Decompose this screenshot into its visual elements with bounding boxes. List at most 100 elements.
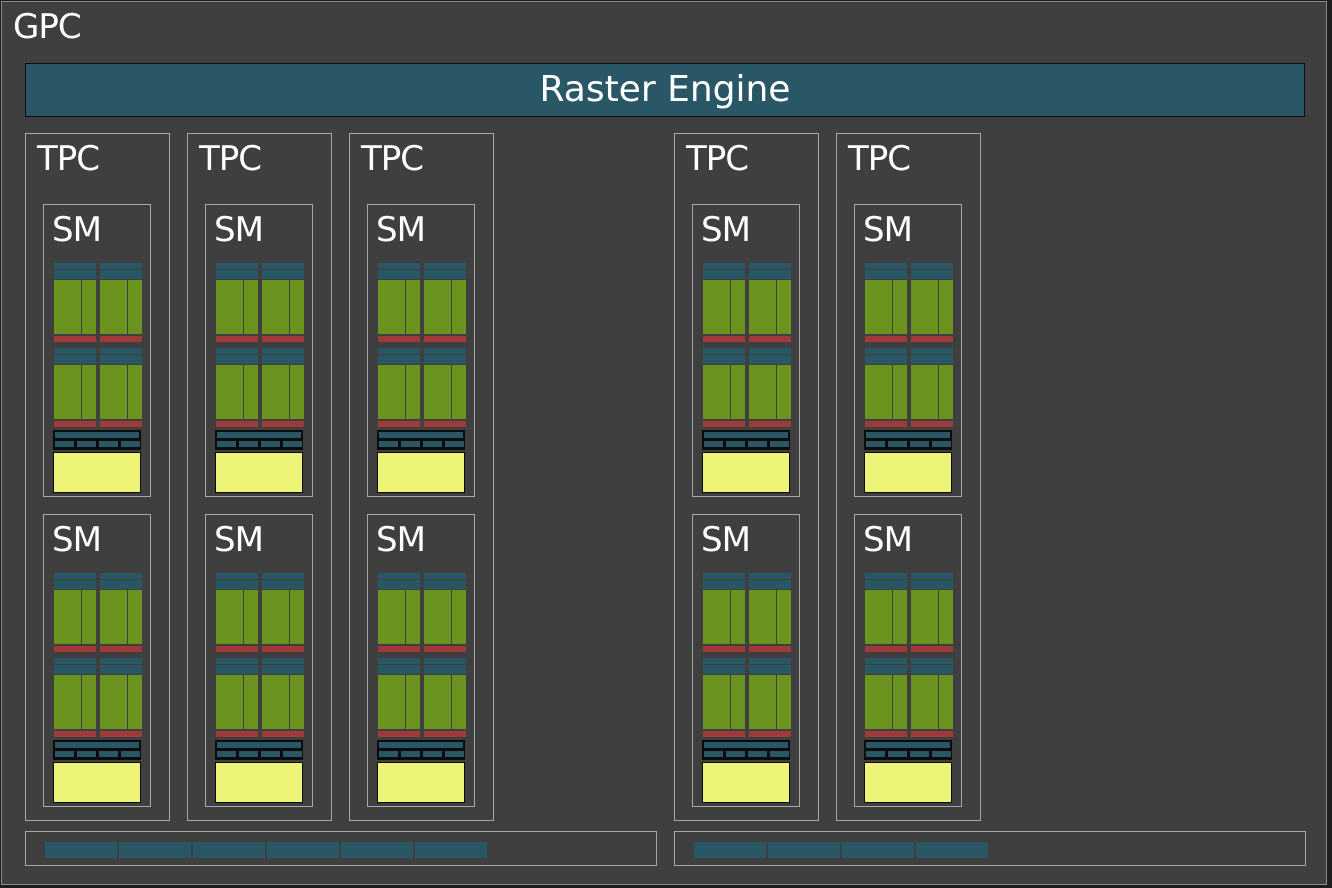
register-file bbox=[749, 731, 791, 737]
polymorph-segment bbox=[341, 842, 413, 858]
processing-block bbox=[100, 658, 142, 740]
texture-unit bbox=[99, 751, 118, 757]
cuda-core-block bbox=[406, 365, 420, 419]
polymorph-segment bbox=[842, 842, 914, 858]
texture-unit bbox=[121, 751, 140, 757]
polymorph-engine-block bbox=[674, 831, 1306, 866]
sm-label: SM bbox=[214, 210, 264, 250]
processing-block bbox=[100, 573, 142, 655]
processing-block bbox=[378, 573, 420, 655]
processing-block bbox=[262, 573, 304, 655]
cuda-core-block bbox=[82, 280, 96, 334]
sm-block: SM bbox=[43, 204, 151, 497]
sm-label: SM bbox=[52, 210, 102, 250]
texture-unit bbox=[379, 441, 398, 447]
texture-unit bbox=[866, 441, 885, 447]
texture-unit bbox=[770, 441, 789, 447]
cuda-core-block bbox=[290, 675, 304, 729]
l1-cache bbox=[377, 762, 465, 803]
cuda-core-block bbox=[452, 365, 466, 419]
cuda-core-block bbox=[424, 280, 451, 334]
texture-unit-block bbox=[702, 740, 790, 760]
register-file bbox=[262, 646, 304, 652]
register-file bbox=[911, 336, 953, 342]
cuda-core-block bbox=[452, 280, 466, 334]
register-file bbox=[216, 646, 258, 652]
cuda-core-block bbox=[865, 675, 892, 729]
texture-unit bbox=[704, 441, 723, 447]
processing-block bbox=[216, 658, 258, 740]
cuda-core-block bbox=[731, 590, 745, 644]
cuda-core-block bbox=[703, 365, 730, 419]
texture-bar bbox=[55, 742, 139, 748]
cuda-core-block bbox=[82, 590, 96, 644]
cuda-core-block bbox=[424, 675, 451, 729]
processing-block bbox=[424, 573, 466, 655]
sm-block: SM bbox=[43, 514, 151, 807]
cuda-core-block bbox=[262, 675, 289, 729]
warp-scheduler bbox=[100, 263, 142, 279]
warp-scheduler bbox=[216, 263, 258, 279]
warp-scheduler bbox=[749, 573, 791, 589]
cuda-core-block bbox=[406, 675, 420, 729]
texture-unit bbox=[77, 441, 96, 447]
polymorph-segment bbox=[193, 842, 265, 858]
cuda-core-block bbox=[893, 365, 907, 419]
texture-unit bbox=[217, 751, 236, 757]
texture-bar bbox=[704, 742, 788, 748]
warp-scheduler bbox=[216, 348, 258, 364]
cuda-core-block bbox=[262, 590, 289, 644]
register-file bbox=[424, 731, 466, 737]
sm-block: SM bbox=[367, 514, 475, 807]
cuda-core-block bbox=[893, 280, 907, 334]
register-file bbox=[424, 421, 466, 427]
cuda-core-block bbox=[244, 590, 258, 644]
cuda-core-block bbox=[893, 675, 907, 729]
warp-scheduler bbox=[865, 573, 907, 589]
tpc-label: TPC bbox=[848, 139, 911, 179]
texture-unit-block bbox=[215, 740, 303, 760]
warp-scheduler bbox=[911, 573, 953, 589]
tpc-label: TPC bbox=[686, 139, 749, 179]
texture-unit-block bbox=[53, 430, 141, 450]
warp-scheduler bbox=[424, 263, 466, 279]
texture-unit bbox=[910, 751, 929, 757]
cuda-core-block bbox=[911, 590, 938, 644]
warp-scheduler bbox=[262, 348, 304, 364]
processing-block bbox=[911, 573, 953, 655]
register-file bbox=[216, 336, 258, 342]
warp-scheduler bbox=[100, 573, 142, 589]
warp-scheduler bbox=[749, 348, 791, 364]
cuda-core-block bbox=[939, 590, 953, 644]
texture-unit bbox=[283, 441, 302, 447]
cuda-core-block bbox=[100, 280, 127, 334]
processing-block bbox=[911, 658, 953, 740]
cuda-core-block bbox=[731, 675, 745, 729]
warp-scheduler bbox=[54, 573, 96, 589]
processing-block bbox=[424, 263, 466, 345]
warp-scheduler bbox=[749, 658, 791, 674]
processing-block bbox=[100, 263, 142, 345]
register-file bbox=[911, 646, 953, 652]
register-file bbox=[100, 731, 142, 737]
cuda-core-block bbox=[262, 365, 289, 419]
cuda-core-block bbox=[82, 365, 96, 419]
warp-scheduler bbox=[216, 658, 258, 674]
cuda-core-block bbox=[731, 280, 745, 334]
warp-scheduler bbox=[216, 573, 258, 589]
register-file bbox=[216, 421, 258, 427]
warp-scheduler bbox=[865, 263, 907, 279]
register-file bbox=[378, 336, 420, 342]
processing-block bbox=[865, 658, 907, 740]
polymorph-segment bbox=[45, 842, 117, 858]
register-file bbox=[911, 421, 953, 427]
register-file bbox=[54, 731, 96, 737]
texture-unit bbox=[726, 441, 745, 447]
register-file bbox=[911, 731, 953, 737]
sm-label: SM bbox=[701, 210, 751, 250]
warp-scheduler bbox=[54, 348, 96, 364]
l1-cache bbox=[702, 452, 790, 493]
processing-block bbox=[378, 348, 420, 430]
texture-bar bbox=[217, 432, 301, 438]
cuda-core-block bbox=[703, 675, 730, 729]
